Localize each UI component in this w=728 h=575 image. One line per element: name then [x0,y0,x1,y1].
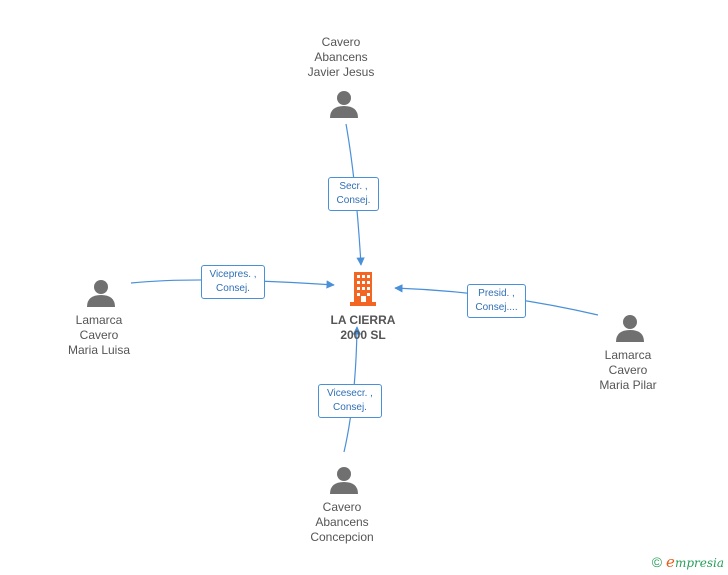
copyright-icon: © [651,554,663,570]
role-line: Vicesecr. , [327,388,373,399]
role-box-right[interactable]: Presid. , Consej.... [467,284,526,318]
name-line: Lamarca [604,348,652,362]
role-line: Vicepres. , [209,269,257,280]
role-line: Consej. [333,402,367,413]
name-line: Cavero [322,500,362,514]
role-box-top[interactable]: Secr. , Consej. [328,177,379,211]
role-line: Consej.... [475,302,518,313]
name-line: Concepcion [310,530,374,544]
building-icon[interactable] [350,272,376,306]
role-line: Secr. , [339,181,368,192]
brand-logo[interactable]: © empresia [652,553,724,571]
company-name[interactable]: LA CIERRA 2000 SL [293,313,433,343]
company-name-line1: LA CIERRA [330,313,396,327]
person-name-top[interactable]: Cavero Abancens Javier Jesus [271,35,411,80]
role-box-bottom[interactable]: Vicesecr. , Consej. [318,384,382,418]
brand-wordmark: empresia [666,553,724,571]
role-line: Consej. [336,195,371,206]
role-line: Consej. [216,283,250,294]
role-box-left[interactable]: Vicepres. , Consej. [201,265,265,299]
person-icon[interactable] [330,91,358,118]
person-icon[interactable] [616,315,644,342]
name-line: Javier Jesus [307,65,375,79]
brand-rest: mpresia [674,556,724,570]
name-line: Cavero [608,363,648,377]
person-name-left[interactable]: Lamarca Cavero Maria Luisa [29,313,169,358]
name-line: Cavero [321,35,361,49]
name-line: Maria Luisa [67,343,131,357]
person-name-right[interactable]: Lamarca Cavero Maria Pilar [558,348,698,393]
role-line: Presid. , [478,288,515,299]
person-name-bottom[interactable]: Cavero Abancens Concepcion [272,500,412,545]
person-icon[interactable] [330,467,358,494]
name-line: Lamarca [75,313,123,327]
name-line: Abancens [314,50,368,64]
company-name-line2: 2000 SL [340,328,386,342]
brand-e: e [666,553,675,571]
name-line: Maria Pilar [599,378,657,392]
name-line: Abancens [315,515,369,529]
person-icon[interactable] [87,280,115,307]
name-line: Cavero [79,328,119,342]
